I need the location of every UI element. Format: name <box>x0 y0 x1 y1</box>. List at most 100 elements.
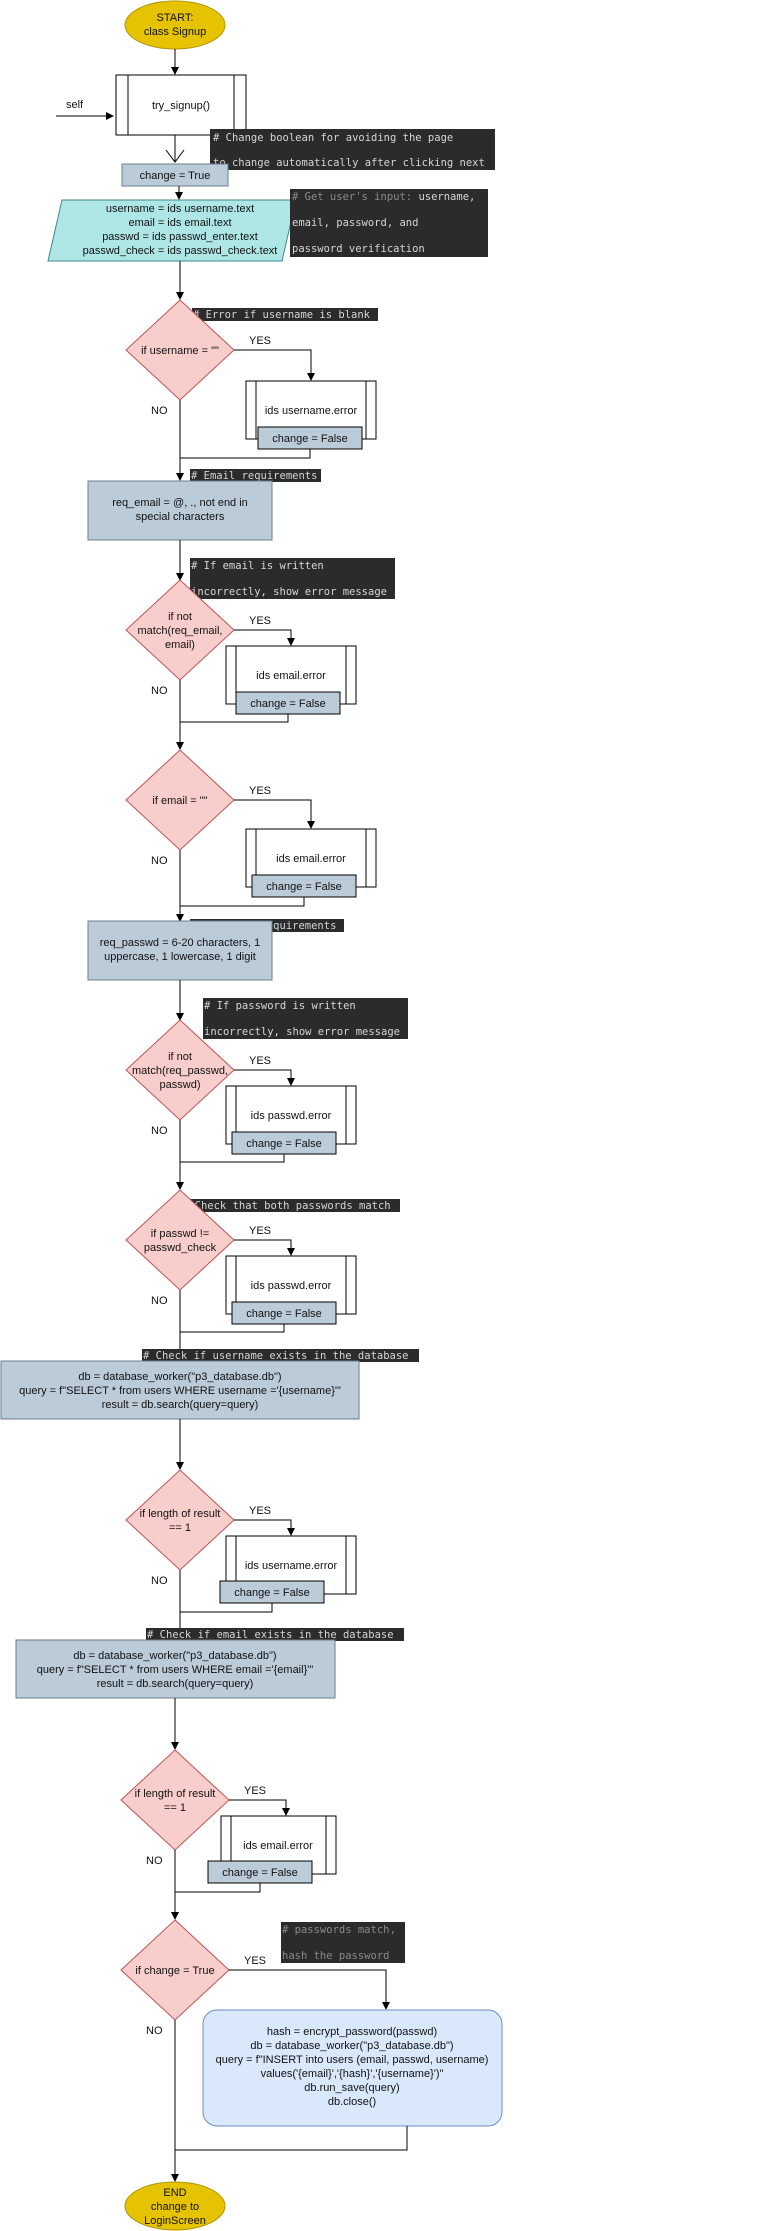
yes-label-3: YES <box>249 785 271 797</box>
comment-c11-line1: # passwords match, <box>282 1924 396 1936</box>
db-username-box <box>0 1360 360 1420</box>
final-line-5: db.run_save(query) <box>304 2082 399 2094</box>
req-passwd-box <box>87 920 273 981</box>
no-label-5: NO <box>151 1295 168 1307</box>
input-line-2: email = ids email.text <box>128 217 231 229</box>
decision-4-line-2: match(req_passwd, <box>132 1065 228 1077</box>
yes-label-5: YES <box>249 1225 271 1237</box>
error-label-1: ids username.error <box>265 405 358 417</box>
comment-c5-line2: incorrectly, show error message <box>191 586 387 598</box>
error-label-7: ids email.error <box>243 1840 313 1852</box>
no-label-2: NO <box>151 685 168 697</box>
comment-c8: # Check that both passwords match <box>182 1200 391 1212</box>
comment-c2-dim: # Get user's input: <box>292 191 418 203</box>
no-label-3: NO <box>151 855 168 867</box>
end-line-1: END <box>163 2187 186 2199</box>
decision-6-line-1: if length of result <box>140 1508 221 1520</box>
no-label-1: NO <box>151 405 168 417</box>
decision-2-line-3: email) <box>165 639 195 651</box>
decision-7-line-1: if length of result <box>135 1788 216 1800</box>
no-label-8: NO <box>146 2025 163 2037</box>
db-email-line-2: query = f"SELECT * from users WHERE emai… <box>37 1664 314 1676</box>
decision-email-exists <box>120 1749 230 1851</box>
decision-4-line-3: passwd) <box>160 1079 201 1091</box>
req-passwd-line-1: req_passwd = 6-20 characters, 1 <box>100 937 261 949</box>
decision-2-line-2: match(req_email, <box>138 625 223 637</box>
req-email-box <box>87 480 273 541</box>
final-line-4: values('{email}','{hash}','{username}')" <box>261 2068 444 2080</box>
start-label-2: class Signup <box>144 26 206 38</box>
error-label-6: ids username.error <box>245 1560 338 1572</box>
change-false-label-4: change = False <box>246 1138 322 1150</box>
comment-c10: # Check if email exists in the database <box>147 1629 394 1641</box>
end-line-3: LoginScreen <box>144 2215 206 2227</box>
comment-c5-line1: # If email is written <box>191 560 324 572</box>
comment-c2-line1: username, <box>418 191 475 203</box>
decision-2-line-1: if not <box>168 611 192 623</box>
start-terminal <box>124 0 226 50</box>
yes-label-6: YES <box>249 1505 271 1517</box>
comment-username-blank <box>192 308 378 321</box>
decision-5-line-2: passwd_check <box>144 1242 217 1254</box>
comment-c7-line2: incorrectly, show error message <box>204 1026 400 1038</box>
comment-email-req <box>190 469 321 482</box>
decision-username-exists <box>125 1469 235 1571</box>
error-label-4: ids passwd.error <box>251 1110 332 1122</box>
db-email-box <box>15 1639 336 1699</box>
comment-check-email-db <box>146 1628 404 1641</box>
comment-c2-line3: password verification <box>292 243 425 255</box>
error-label-5: ids passwd.error <box>251 1280 332 1292</box>
input-line-1: username = ids username.text <box>106 203 254 215</box>
change-false-label-2: change = False <box>250 698 326 710</box>
db-email-line-3: result = db.search(query=query) <box>97 1678 254 1690</box>
yes-label-4: YES <box>249 1055 271 1067</box>
comment-get-input <box>290 189 488 257</box>
end-line-2: change to <box>151 2201 199 2213</box>
change-false-label-3: change = False <box>266 881 342 893</box>
change-false-label-6: change = False <box>234 1587 310 1599</box>
req-email-line-1: req_email = @, ., not end in <box>112 497 248 509</box>
req-passwd-line-2: uppercase, 1 lowercase, 1 digit <box>104 951 256 963</box>
comment-c4: # Email requirements <box>191 470 317 482</box>
comment-c11-line2: hash the password <box>282 1950 389 1962</box>
comment-check-username-db <box>142 1349 419 1362</box>
no-label-7: NO <box>146 1855 163 1867</box>
change-true-box <box>121 163 229 187</box>
db-user-line-3: result = db.search(query=query) <box>102 1399 259 1411</box>
decision-7-line-2: == 1 <box>164 1802 186 1814</box>
decision-6-line-2: == 1 <box>169 1522 191 1534</box>
db-user-line-1: db = database_worker("p3_database.db") <box>78 1371 281 1383</box>
yes-label-2: YES <box>249 615 271 627</box>
comment-c7-line1: # If password is written <box>204 1000 356 1012</box>
comment-hash-password <box>281 1922 405 1963</box>
final-line-2: db = database_worker("p3_database.db") <box>250 2040 453 2052</box>
try-signup-subprocess <box>115 74 247 136</box>
comment-c1-line2: to change automatically after clicking n… <box>213 157 485 169</box>
decision-3-label: if email = "" <box>152 795 207 807</box>
final-line-6: db.close() <box>328 2096 376 2108</box>
user-input-box <box>47 199 297 262</box>
comment-c1-line1: # Change boolean for avoiding the page <box>213 132 453 144</box>
input-line-3: passwd = ids passwd_enter.text <box>102 231 258 243</box>
end-terminal <box>124 2181 226 2231</box>
comment-c9: # Check if username exists in the databa… <box>143 1350 409 1362</box>
yes-label-8: YES <box>244 1955 266 1967</box>
decision-4-line-1: if not <box>168 1051 192 1063</box>
comment-email-incorrect <box>190 558 395 599</box>
db-email-line-1: db = database_worker("p3_database.db") <box>73 1650 276 1662</box>
comment-c2-line2: email, password, and <box>292 217 418 229</box>
comment-passwd-incorrect <box>203 998 408 1039</box>
change-true-label: change = True <box>140 170 211 182</box>
error-label-3: ids email.error <box>276 853 346 865</box>
decision-1-label: if username = "" <box>141 345 219 357</box>
yes-label-7: YES <box>244 1785 266 1797</box>
self-label: self <box>66 99 84 111</box>
change-false-label-7: change = False <box>222 1867 298 1879</box>
error-label-2: ids email.error <box>256 670 326 682</box>
no-label-6: NO <box>151 1575 168 1587</box>
change-false-label-1: change = False <box>272 433 348 445</box>
comment-passwd-match <box>181 1199 400 1212</box>
try-signup-label: try_signup() <box>152 100 210 112</box>
comment-change-boolean <box>210 129 495 170</box>
